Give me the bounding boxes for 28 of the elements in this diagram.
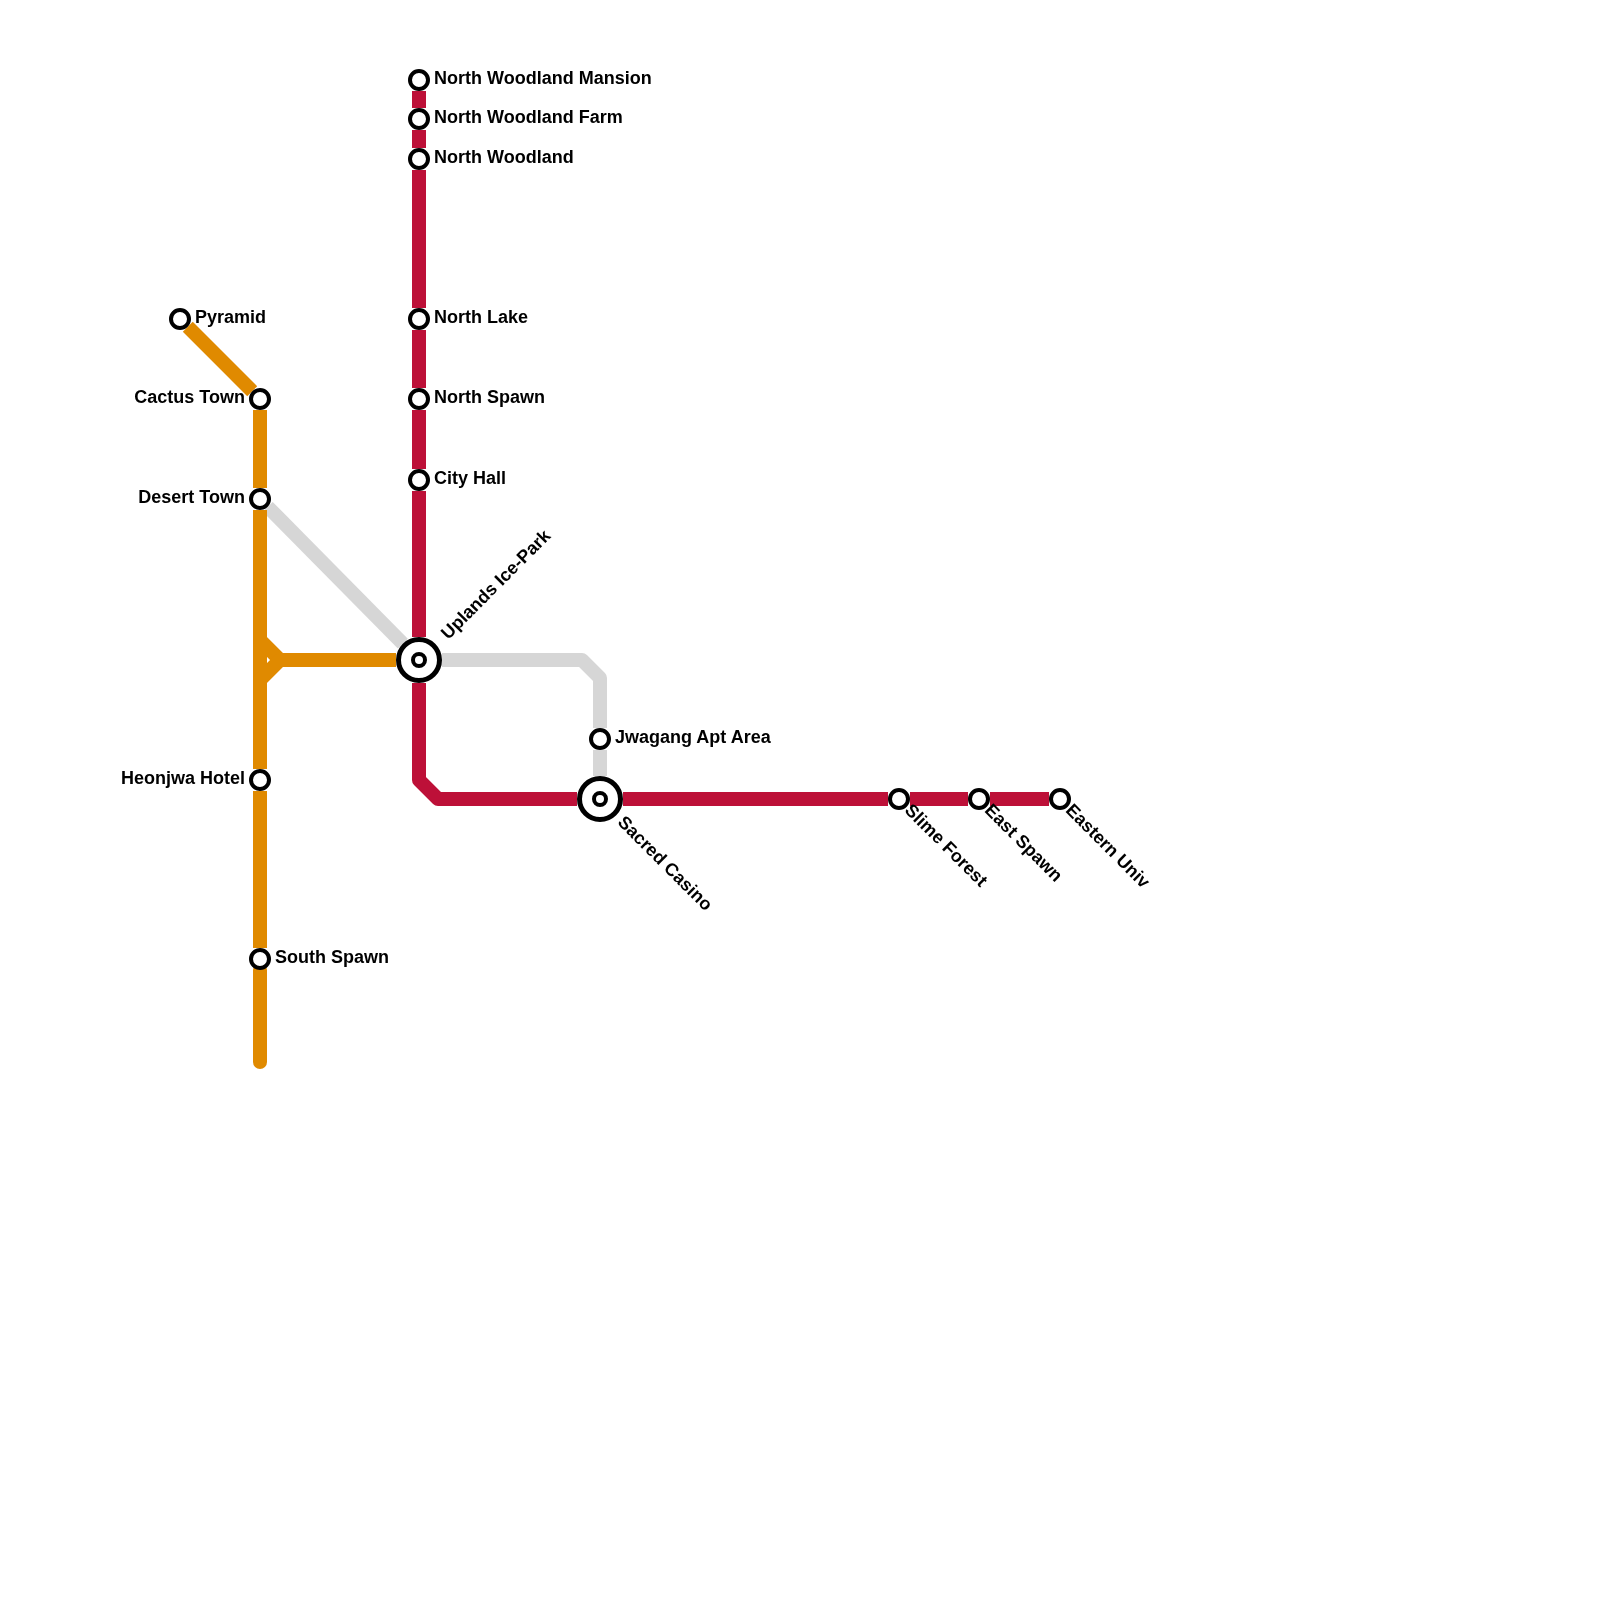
station-name: Cactus Town [134, 386, 245, 408]
transit-line [412, 170, 426, 308]
station-name: North Woodland [434, 146, 574, 168]
transit-line [262, 501, 408, 649]
transit-line [182, 321, 258, 397]
station-name: Heonjwa Hotel [121, 767, 245, 789]
transit-line [412, 130, 426, 148]
transit-line [412, 410, 426, 469]
station-name: North Spawn [434, 386, 545, 408]
station-name: North Lake [434, 306, 529, 328]
station-name: North Woodland Mansion [434, 67, 652, 89]
station-name: South Spawn [275, 946, 389, 968]
transit-line [990, 792, 1049, 806]
station-name: City Hall [434, 467, 507, 489]
transit-line [593, 750, 607, 776]
station-name: Pyramid [195, 306, 267, 328]
transit-line [910, 792, 968, 806]
station-name: Desert Town [138, 486, 245, 508]
transit-line [253, 410, 267, 488]
transit-line [253, 791, 267, 948]
transit-line [412, 91, 426, 108]
station-name: Jwagang Apt Area [615, 726, 771, 748]
station-name: North Woodland Farm [434, 106, 623, 128]
transit-line [623, 792, 888, 806]
transit-line [412, 683, 577, 806]
transit-line [412, 330, 426, 388]
transit-line [442, 653, 607, 728]
transit-line [412, 491, 426, 637]
